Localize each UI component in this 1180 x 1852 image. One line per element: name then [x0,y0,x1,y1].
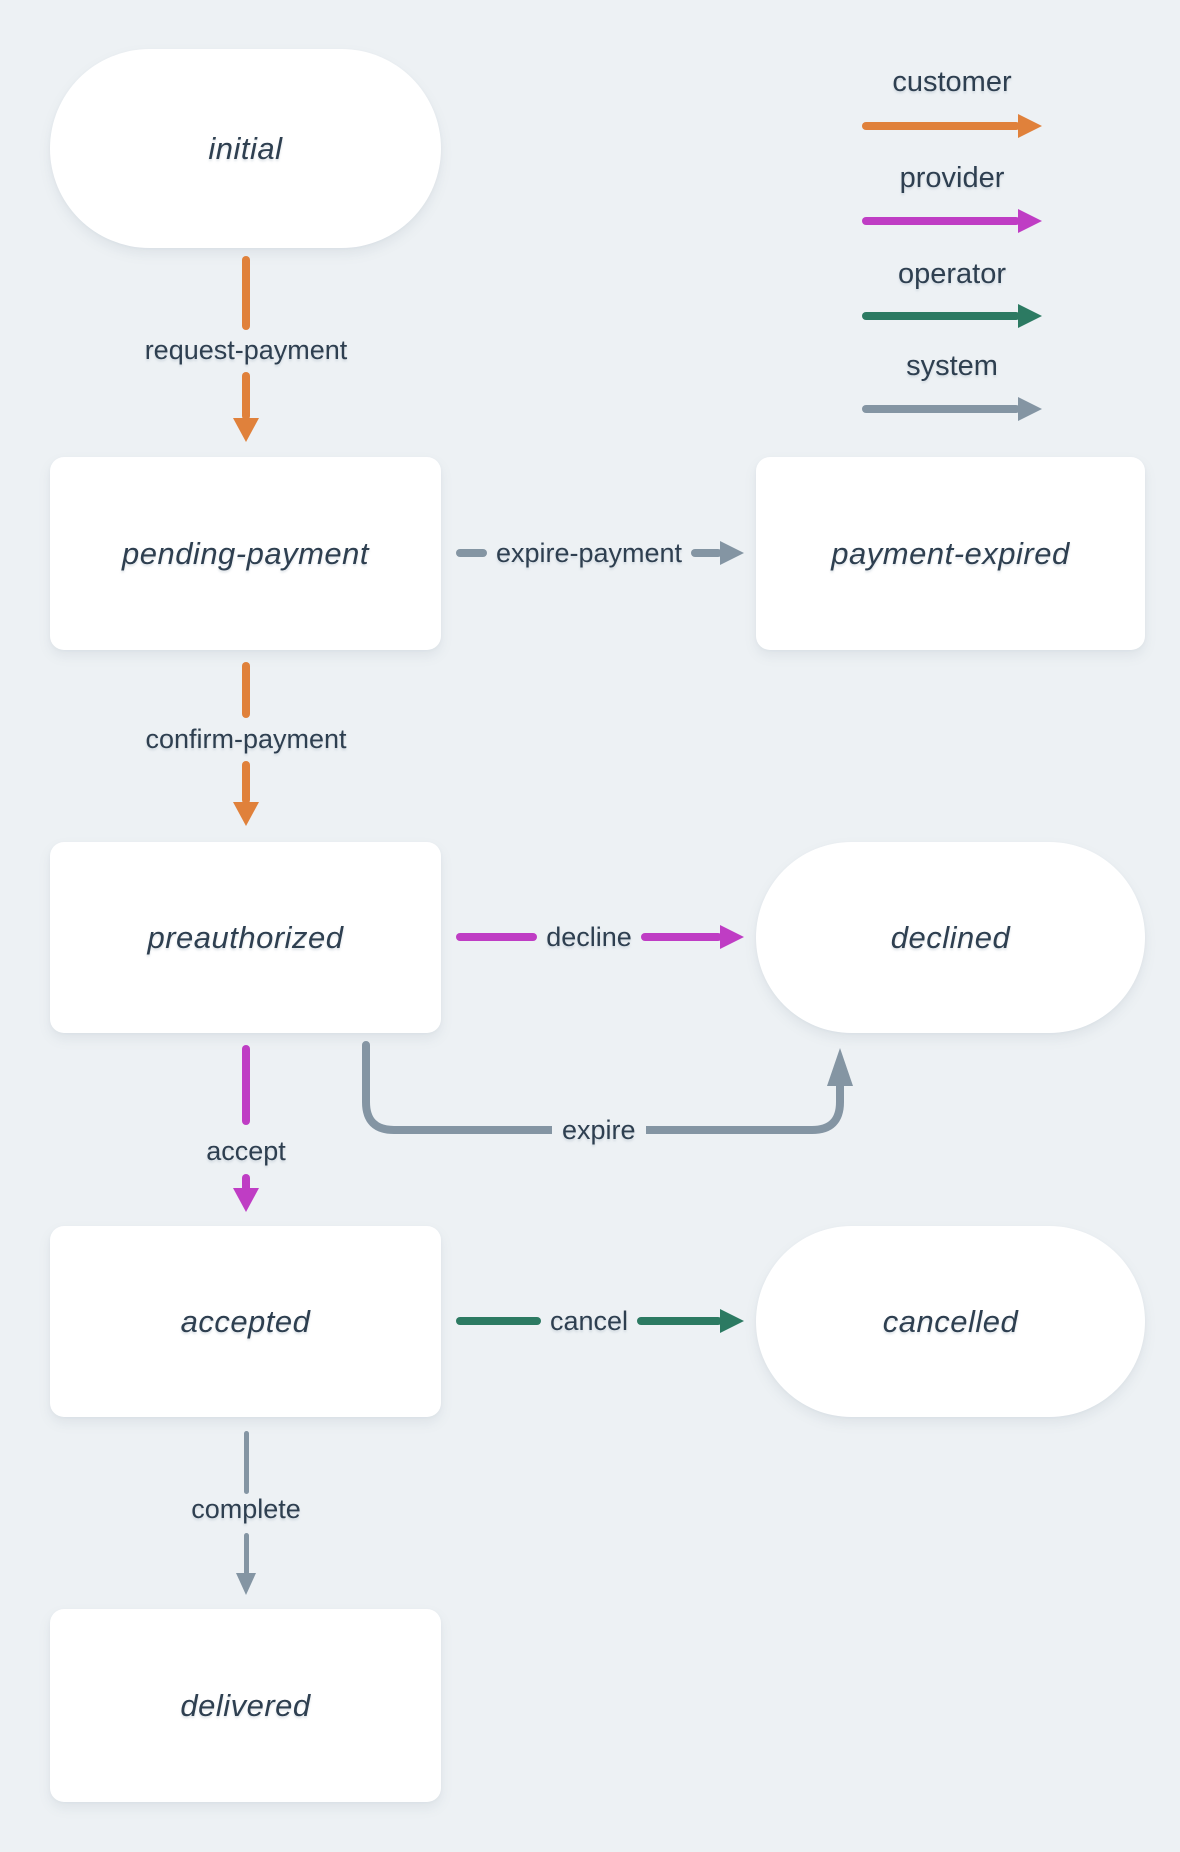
edge-accept-label: accept [206,1136,286,1166]
edge-confirm-payment-line [242,662,250,718]
edge-cancel-label: cancel [549,1305,629,1336]
legend-arrow-provider [862,209,1042,233]
node-delivered-label: delivered [180,1687,311,1723]
legend-label-customer: customer [892,66,1012,98]
arrowhead-right-icon [1018,304,1042,328]
edge-complete-line [244,1431,249,1494]
node-payment-expired-label: payment-expired [831,535,1070,571]
arrowhead-down-icon [236,1573,256,1595]
node-cancelled-label: cancelled [882,1303,1019,1339]
edge-cancel-line2 [637,1317,723,1325]
edge-confirm-payment-line2 [242,761,250,804]
legend-arrow-provider-line [862,217,1020,225]
edge-expire-payment-label: expire-payment [495,537,683,568]
edge-decline-line [456,933,538,941]
node-accepted: accepted [50,1226,441,1417]
edge-complete-label: complete [191,1494,301,1524]
node-initial-label: initial [208,130,283,166]
arrowhead-up-icon [827,1048,853,1086]
node-declined: declined [756,842,1145,1033]
node-preauthorized-label: preauthorized [147,919,344,955]
edge-complete-line2 [244,1533,249,1575]
edge-expire-label: expire [552,1113,646,1148]
node-pending-payment: pending-payment [50,457,441,650]
edge-accept-line [242,1045,250,1125]
edge-accept-line2 [242,1174,250,1192]
node-cancelled: cancelled [756,1226,1145,1417]
edge-request-payment-label: request-payment [144,335,348,365]
arrowhead-right-icon [720,541,744,565]
arrowhead-right-icon [720,925,744,949]
edge-expire-payment-line2 [691,549,722,557]
edge-cancel: cancel [456,1305,745,1336]
legend-arrow-operator [862,304,1042,328]
edge-cancel-line [456,1317,541,1325]
legend-arrow-customer-line [862,122,1020,130]
legend-label-operator: operator [897,258,1006,290]
arrowhead-right-icon [720,1309,745,1333]
edge-decline: decline [456,922,744,952]
legend-arrow-system-line [862,405,1020,413]
legend-arrow-operator-line [862,312,1020,320]
edge-request-payment-line [242,256,250,330]
legend-label-system: system [906,350,998,382]
edge-expire-payment-line [456,549,487,557]
node-pending-payment-label: pending-payment [121,535,370,571]
legend-arrow-system [862,397,1042,421]
edge-decline-line2 [640,933,722,941]
node-delivered: delivered [50,1609,441,1802]
legend-label-provider: provider [899,162,1005,194]
edge-decline-label: decline [546,921,632,952]
arrowhead-down-icon [233,1188,259,1212]
node-preauthorized: preauthorized [50,842,441,1033]
edge-expire-payment: expire-payment [456,538,744,568]
node-accepted-label: accepted [180,1303,311,1339]
edge-request-payment-line2 [242,372,250,420]
edge-confirm-payment-label: confirm-payment [145,724,347,754]
arrowhead-right-icon [1018,209,1042,233]
legend-arrow-customer [862,114,1042,138]
arrowhead-down-icon [233,802,259,826]
arrowhead-right-icon [1018,114,1042,138]
node-declined-label: declined [890,919,1011,955]
node-payment-expired: payment-expired [756,457,1145,650]
arrowhead-right-icon [1018,397,1042,421]
node-initial: initial [50,49,441,248]
arrowhead-down-icon [233,418,259,442]
